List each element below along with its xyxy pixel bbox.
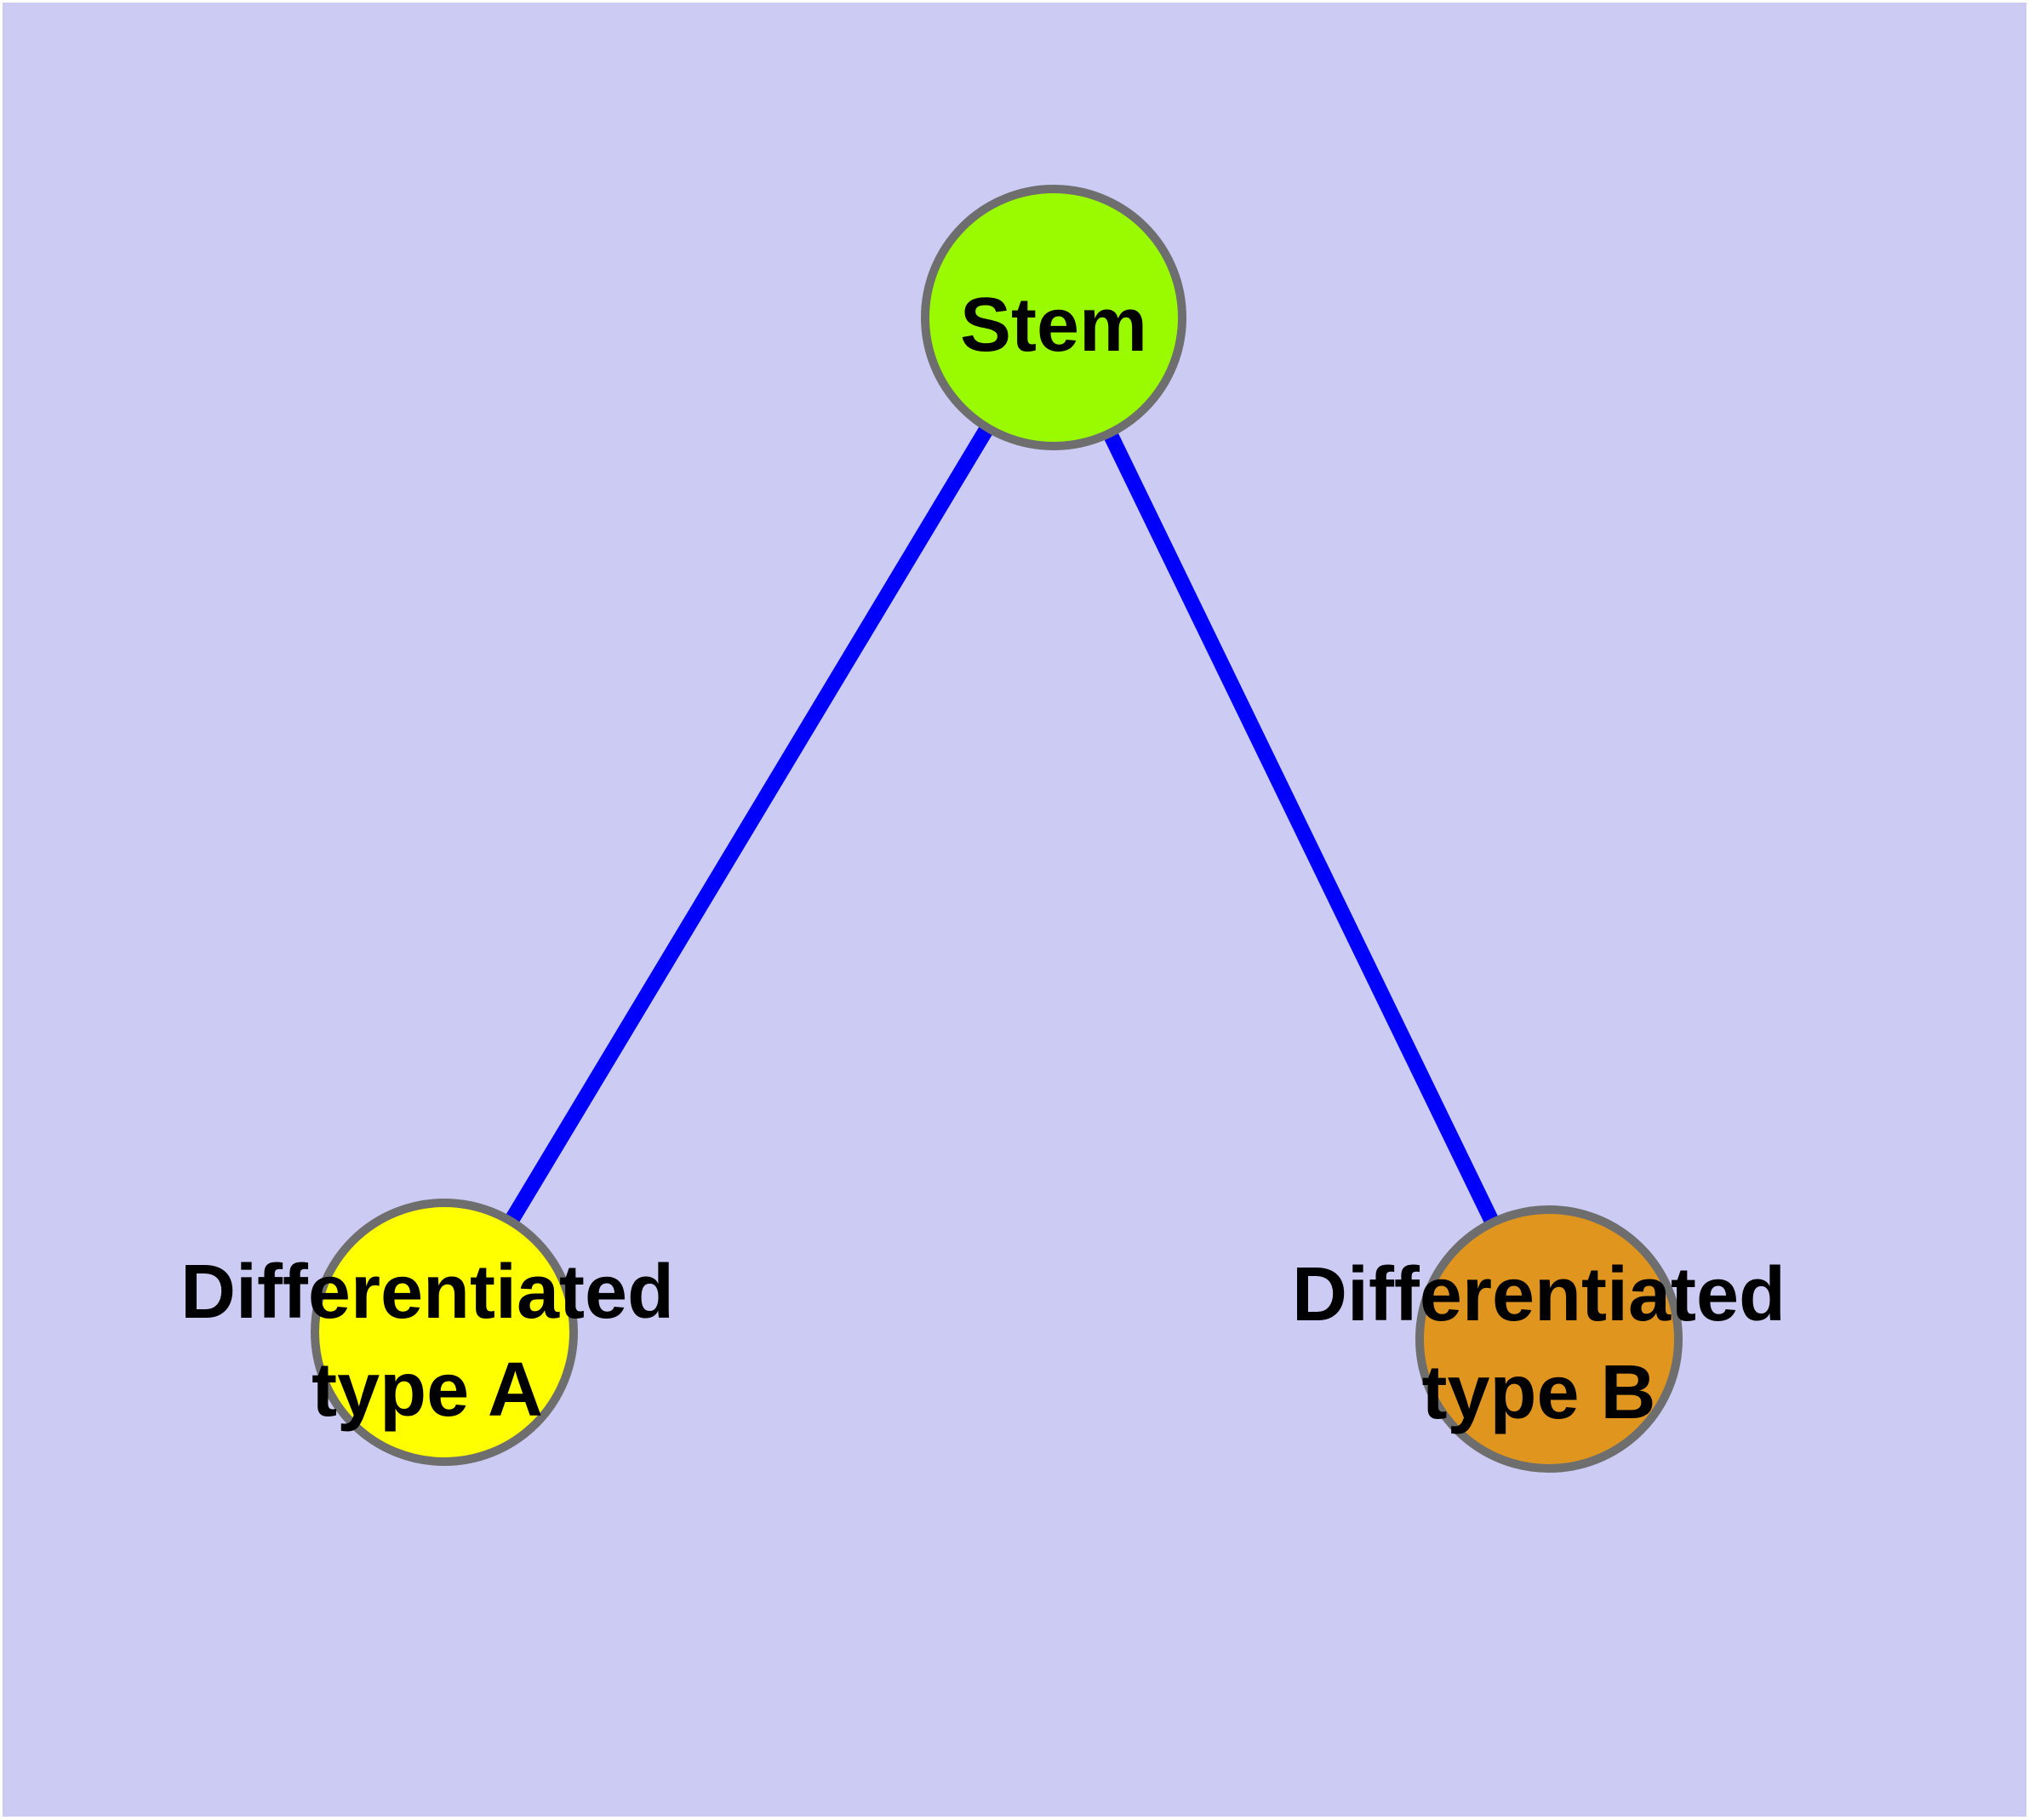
node-differentiated-type-a: Differentiated type A [180,1199,674,1466]
node-differentiated-type-b-label-line2: type B [1421,1350,1655,1435]
node-differentiated-type-b-label-line1: Differentiated [1292,1252,1786,1337]
node-differentiated-type-a-label-line2: type A [311,1348,543,1433]
node-stem-label: Stem [960,283,1147,368]
node-differentiated-type-a-circle [311,1199,578,1466]
node-differentiated-type-b: Differentiated type B [1292,1205,1786,1473]
edge-stem-to-type-a [437,313,1060,1336]
node-stem: Stem [921,185,1186,450]
edge-stem-to-type-b [1046,314,1557,1342]
node-differentiated-type-a-label-line1: Differentiated [180,1250,674,1335]
node-stem-circle [921,185,1186,450]
node-differentiated-type-b-circle [1415,1205,1683,1473]
